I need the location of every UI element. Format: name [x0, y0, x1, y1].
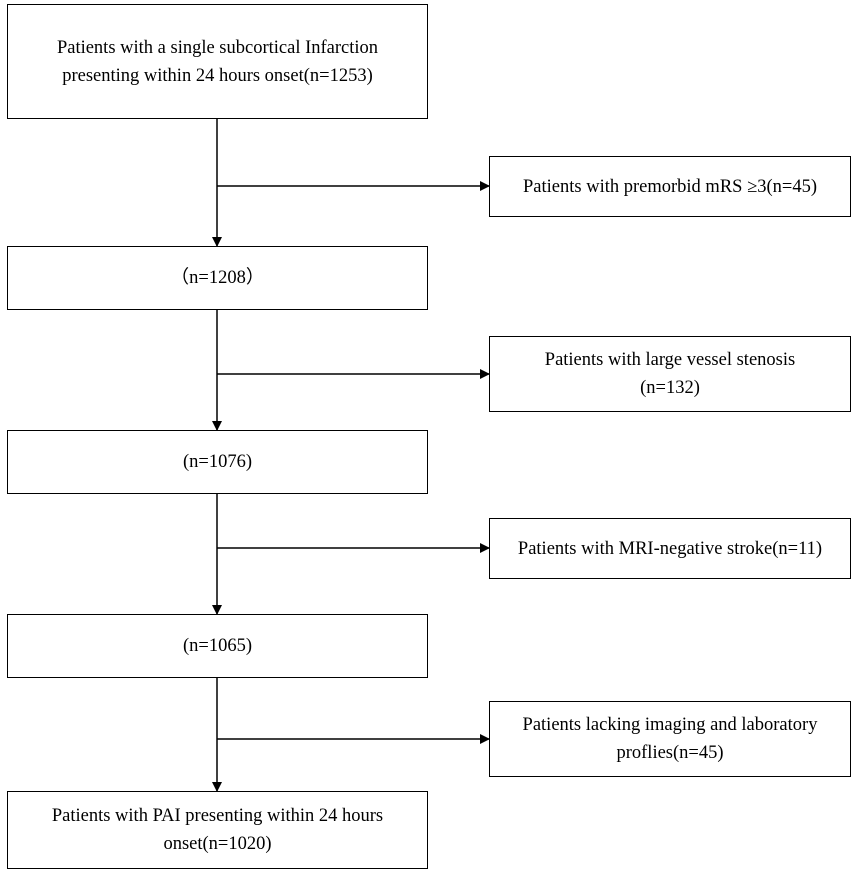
exclusion-box-mri-negative-stroke: Patients with MRI-negative stroke(n=11): [489, 518, 851, 579]
main-box-after-mri-exclusion: (n=1065): [7, 614, 428, 678]
exclusion-box-premorbid-mrs: Patients with premorbid mRS ≥3(n=45): [489, 156, 851, 217]
main-box-initial-cohort: Patients with a single subcortical Infar…: [7, 4, 428, 119]
main-box-after-mrs-exclusion: （n=1208）: [7, 246, 428, 310]
main-box-initial-cohort-text: Patients with a single subcortical Infar…: [56, 37, 379, 86]
exclusion-box-premorbid-mrs-text: Patients with premorbid mRS ≥3(n=45): [523, 176, 817, 197]
exclusion-box-large-vessel-stenosis-text: Patients with large vessel stenosis (n=1…: [544, 350, 796, 398]
main-box-after-stenosis-exclusion: (n=1076): [7, 430, 428, 494]
exclusion-box-large-vessel-stenosis: Patients with large vessel stenosis (n=1…: [489, 336, 851, 412]
main-box-after-stenosis-exclusion-text: (n=1076): [182, 452, 252, 472]
main-box-final-cohort: Patients with PAI presenting within 24 h…: [7, 791, 428, 869]
exclusion-box-lacking-profiles: Patients lacking imaging and laboratory …: [489, 701, 851, 777]
main-box-after-mri-exclusion-text: (n=1065): [182, 636, 252, 656]
main-box-final-cohort-text: Patients with PAI presenting within 24 h…: [51, 806, 384, 854]
exclusion-box-lacking-profiles-text: Patients lacking imaging and laboratory …: [522, 715, 818, 763]
main-box-after-mrs-exclusion-text: （n=1208）: [170, 268, 265, 288]
exclusion-box-mri-negative-stroke-text: Patients with MRI-negative stroke(n=11): [517, 538, 823, 559]
